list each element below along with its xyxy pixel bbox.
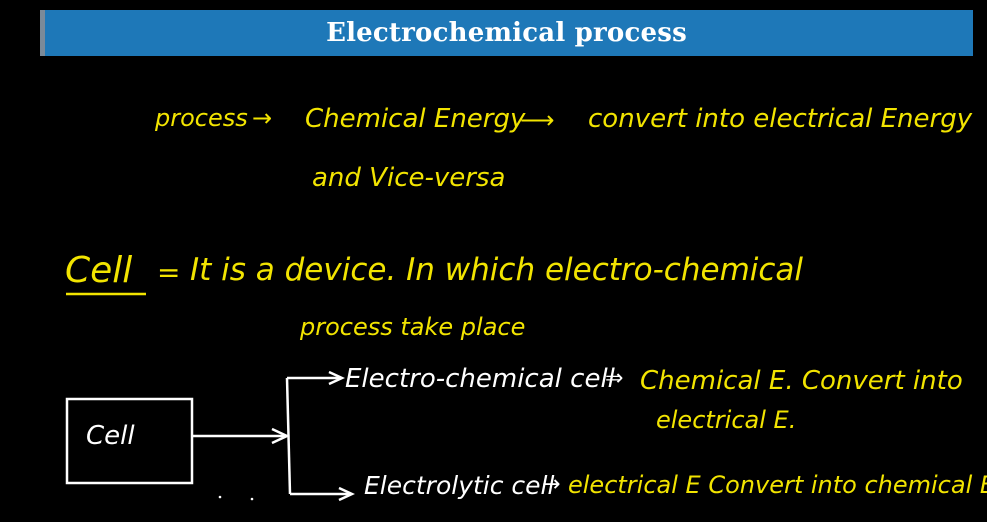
- long-arrow-glyph: ⟶: [520, 106, 555, 134]
- electrolytic-desc: electrical E Convert into chemical E.: [568, 471, 987, 499]
- process-term: process: [155, 104, 248, 132]
- electrolytic-cell-label: Electrolytic cell: [364, 471, 555, 500]
- arrow-glyph: →: [252, 104, 273, 132]
- branch-bottom-arrowhead: [338, 486, 355, 502]
- vice-versa-text: and Vice-versa: [312, 163, 506, 193]
- cell-term: Cell: [65, 250, 133, 291]
- branch-top-arrowhead: [328, 370, 345, 386]
- cell-definition-line2: process take place: [300, 313, 526, 341]
- title-accent: [40, 10, 45, 56]
- electrochemical-cell-label: Electro-chemical cell: [345, 364, 615, 394]
- branch-vertical: [285, 377, 292, 495]
- electrochemical-desc-line2: electrical E.: [656, 406, 797, 434]
- stray-dot: [250, 497, 254, 501]
- cell-box-label: Cell: [86, 421, 135, 451]
- convert-electrical-text: convert into electrical Energy: [588, 104, 973, 134]
- cell-definition-line1: It is a device. In which electro-chemica…: [190, 252, 804, 288]
- connector-arrowhead: [271, 427, 290, 445]
- equals-sign: =: [157, 256, 181, 289]
- title-bar: Electrochemical process: [40, 10, 973, 56]
- page-title: Electrochemical process: [326, 18, 687, 48]
- electrochemical-desc-line1: Chemical E. Convert into: [640, 366, 963, 396]
- arrow-glyph-2: →: [542, 472, 561, 497]
- stray-dot: [218, 495, 222, 499]
- cell-box: [65, 397, 194, 485]
- chemical-energy-text: Chemical Energy: [305, 104, 526, 134]
- implies-glyph: ⇒: [605, 366, 624, 391]
